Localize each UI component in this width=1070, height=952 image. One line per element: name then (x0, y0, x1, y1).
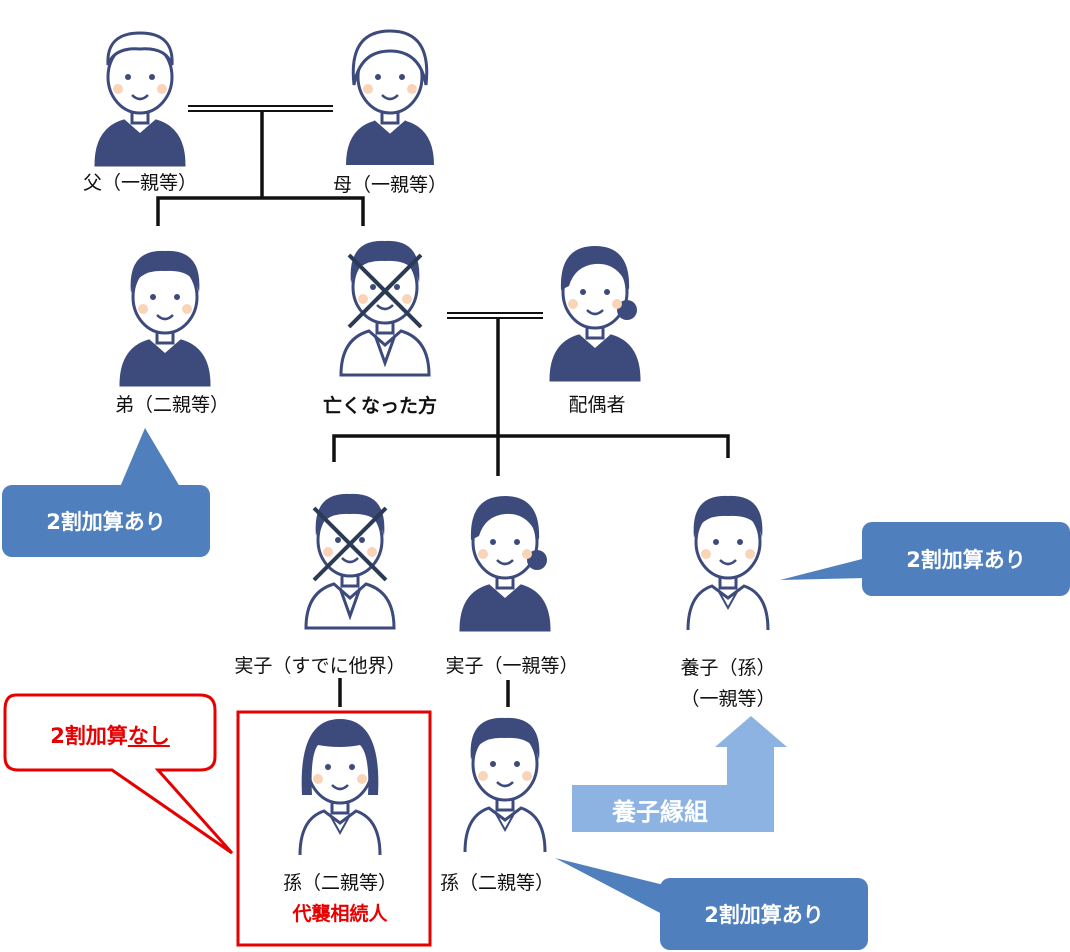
adoption-arrow-label: 養子縁組 (612, 798, 708, 826)
deceased-figure (335, 235, 435, 381)
grandchild-representative-figure (290, 715, 390, 861)
callout-grandchild (660, 878, 868, 950)
father-label: 父（一親等） (82, 172, 198, 194)
person-icon (119, 250, 211, 387)
person-icon (298, 719, 382, 856)
person-icon (686, 495, 770, 631)
adopted-label-line1: 養子（孫） (680, 657, 776, 679)
spouse-label: 配偶者 (568, 394, 626, 416)
mother-figure (340, 25, 440, 171)
grandchild-representative-label: 孫（二親等） (282, 872, 398, 894)
callout-adopted-text: 2割加算あり (906, 548, 1026, 572)
callout-brother (2, 485, 210, 557)
callout-brother-text: 2割加算あり (46, 510, 166, 534)
callout-grandchild-text: 2割加算あり (704, 903, 824, 927)
brother-figure (115, 245, 215, 391)
callout-adopted (862, 522, 1070, 596)
callout-representative-text: 2割加算なし (50, 720, 170, 750)
mother-label: 母（一親等） (332, 174, 448, 196)
person-icon (339, 240, 431, 377)
grandchild-label: 孫（二親等） (439, 872, 555, 894)
person-icon (459, 496, 551, 632)
representative-heir-label: 代襲相続人 (292, 903, 388, 925)
child-deceased-label: 実子（すでに他界） (234, 655, 406, 677)
grandchild-figure (455, 712, 555, 858)
deceased-label: 亡くなった方 (322, 395, 438, 417)
representative-highlight-box (236, 710, 432, 947)
person-icon (304, 493, 396, 630)
adoption-arrow (572, 716, 787, 832)
adopted-label-line2: （一親等） (680, 688, 776, 710)
spouse-figure (545, 240, 645, 386)
person-icon (463, 717, 547, 853)
callout-representative-prefix: 2割加算 (50, 724, 128, 748)
child-figure (455, 490, 555, 636)
brother-label: 弟（二親等） (114, 394, 230, 416)
child-deceased-figure (300, 488, 400, 634)
deceased-cross-icon (312, 506, 388, 582)
person-icon (94, 31, 186, 167)
adopted-figure (678, 490, 778, 636)
callout-representative (3, 693, 234, 855)
person-icon (346, 29, 434, 165)
child-label: 実子（一親等） (445, 655, 579, 677)
callout-representative-emph: なし (127, 724, 170, 748)
deceased-cross-icon (347, 253, 423, 329)
father-figure (90, 25, 190, 171)
person-icon (549, 246, 641, 382)
